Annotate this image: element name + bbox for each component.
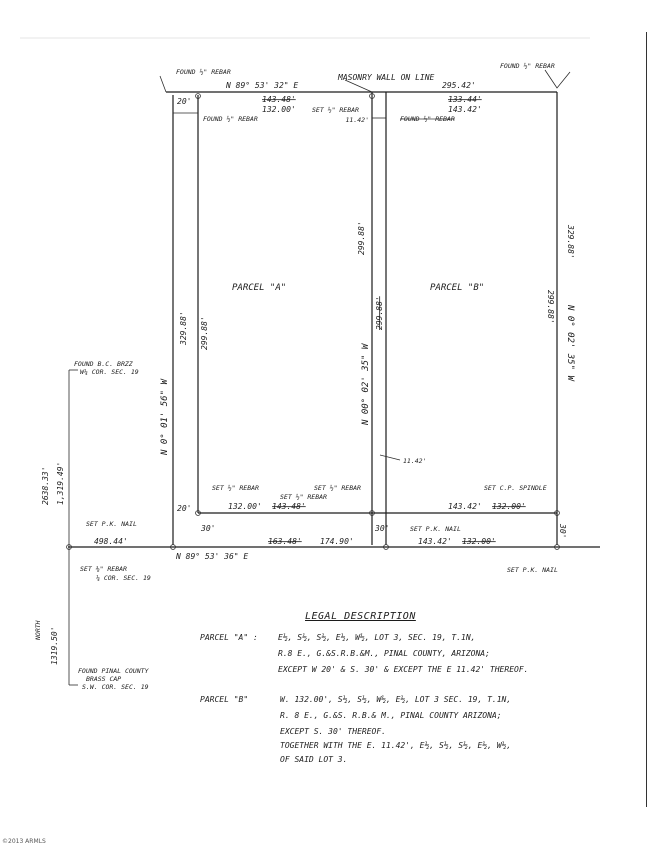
label-top-old-b: 133.44' — [448, 95, 482, 104]
label-top-b: 143.42' — [448, 105, 482, 114]
pk-nail-marker-sc — [383, 544, 389, 550]
legal-parcel-b-line3: EXCEPT S. 30' THEREOF. — [280, 727, 386, 736]
label-found-bc-line2: W¼ COR. SEC. 19 — [80, 368, 139, 376]
label-west-dist: 2638.33' — [41, 466, 50, 505]
label-set-pk-nail-mid: SET P.K. NAIL — [410, 525, 461, 533]
label-mid-dist: 299.88' — [357, 221, 366, 255]
rebar-marker-nw — [195, 93, 201, 99]
leader-masonry-wall — [344, 79, 373, 93]
label-top-old-a: 143.48' — [262, 95, 296, 104]
label-set-rebar-mid: SET ½" REBAR — [314, 484, 361, 492]
label-west-dist-alt: 1,319.49' — [56, 462, 65, 505]
legal-parcel-b-label: PARCEL "B" — [200, 695, 248, 704]
pk-nail-marker-sw — [170, 544, 176, 550]
label-offset-30-mid: 30' — [374, 524, 389, 533]
legal-heading: LEGAL DESCRIPTION — [305, 611, 416, 622]
label-offset-mid: 11.42' — [346, 116, 369, 124]
label-set-rebar-38: SET ⅜" REBAR — [80, 564, 127, 573]
legal-parcel-b-line1: W. 132.00', S½, S½, W½, E½, LOT 3 SEC. 1… — [280, 694, 511, 704]
label-left-inner-dist: 299.88' — [200, 316, 209, 350]
rebar-marker-quarter — [66, 544, 72, 550]
label-found-pinal-1: FOUND PINAL COUNTY — [78, 667, 150, 675]
rebar-marker-nc — [369, 93, 375, 99]
label-top-total: 295.42' — [442, 81, 476, 90]
label-mid-old: 299.88' — [375, 296, 384, 330]
label-offset-30-left: 30' — [200, 524, 215, 533]
label-offset-mid-1142: 11.42' — [403, 457, 426, 465]
label-parcel-b: PARCEL "B" — [430, 283, 484, 293]
copyright-text: ©2013 ARMLS — [2, 838, 46, 845]
label-offset-30-right: 30' — [558, 523, 567, 538]
label-quarter-cor: ¼ COR. SEC. 19 — [96, 574, 151, 582]
label-south-dist: 174.90' — [320, 537, 354, 546]
label-offset-bottom-left: 20' — [177, 504, 191, 513]
label-south-b: 143.42' — [418, 537, 452, 546]
pk-nail-marker-se — [554, 544, 560, 550]
label-masonry-wall: MASONRY WALL ON LINE — [337, 73, 435, 82]
label-mid-bearing: N 00° 02' 35" W — [361, 342, 371, 426]
legal-parcel-b-line4: TOGETHER WITH THE E. 11.42', E½, S½, S½,… — [280, 740, 511, 750]
label-north-dist: 1319.50' — [50, 626, 59, 665]
label-south-old: 163.48' — [268, 537, 302, 546]
label-top-a: 132.00' — [262, 105, 296, 114]
rebar-marker-sc — [369, 510, 375, 516]
label-bottom-a-old: 143.48' — [272, 502, 306, 511]
label-found-bc-line1: FOUND B.C. BRZZ — [74, 360, 134, 368]
label-found-pinal-3: S.W. COR. SEC. 19 — [82, 683, 149, 691]
label-bottom-a: 132.00' — [228, 502, 262, 511]
label-south-b-old: 132.00' — [462, 537, 496, 546]
label-bottom-b-old: 132.00' — [492, 502, 526, 511]
label-set-rebar-mid2: SET ½" REBAR — [280, 493, 327, 501]
legal-parcel-a-line1: E½, S½, S½, E½, W½, LOT 3, SEC. 19, T.1N… — [278, 632, 475, 642]
legal-parcel-a-line3: EXCEPT W 20' & S. 30' & EXCEPT THE E 11.… — [278, 665, 528, 674]
label-offset-left: 20' — [177, 97, 191, 106]
leader-found-rebar-right — [544, 69, 571, 89]
leader-found-rebar-left — [159, 75, 167, 93]
label-left-outer-dist: 329.88' — [179, 311, 188, 346]
label-left-outer-bearing: N 0° 01' 56" W — [160, 378, 170, 456]
label-found-rebar-right: FOUND ½" REBAR — [500, 62, 555, 70]
label-set-spindle: SET C.P. SPINDLE — [484, 484, 547, 492]
spindle-marker-se — [554, 510, 560, 516]
label-set-pk-nail-right: SET P.K. NAIL — [507, 566, 558, 574]
legal-parcel-b-line2: R. 8 E., G.&S. R.B.& M., PINAL COUNTY AR… — [280, 711, 502, 720]
rebar-marker-sw — [195, 510, 201, 516]
label-set-rebar-a: SET ½" REBAR — [212, 484, 259, 492]
label-bearing-top: N 89° 53' 32" E — [225, 81, 298, 90]
label-dist-49844: 498.44' — [94, 537, 128, 546]
label-right-inner-dist: 299.88' — [546, 290, 555, 324]
legal-parcel-a-line2: R.8 E., G.&S.R.B.&M., PINAL COUNTY, ARIZ… — [278, 649, 490, 658]
label-north: NORTH — [34, 620, 42, 641]
label-found-pinal-2: BRASS CAP — [86, 675, 121, 683]
leader-1142 — [379, 454, 401, 461]
label-right-outer-dist: 329.88' — [566, 224, 575, 259]
legal-parcel-b-line5: OF SAID LOT 3. — [280, 755, 347, 764]
legal-parcel-a-label: PARCEL "A" : — [200, 633, 258, 642]
label-found-rebar-b: FOUND ½" REBAR — [400, 115, 455, 123]
label-set-pk-nail-left: SET P.K. NAIL — [86, 520, 137, 528]
label-bottom-b: 143.42' — [448, 502, 482, 511]
label-set-rebar-top: SET ½" REBAR — [312, 106, 359, 114]
label-bearing-bottom: N 89° 53' 36" E — [175, 552, 248, 561]
scan-right-border — [646, 32, 647, 807]
label-right-bearing: N 0° 02' 35" W — [565, 304, 575, 382]
label-parcel-a: PARCEL "A" — [232, 283, 286, 293]
label-found-rebar-left: FOUND ½" REBAR — [176, 68, 231, 76]
label-found-rebar-inner: FOUND ½" REBAR — [203, 115, 258, 123]
